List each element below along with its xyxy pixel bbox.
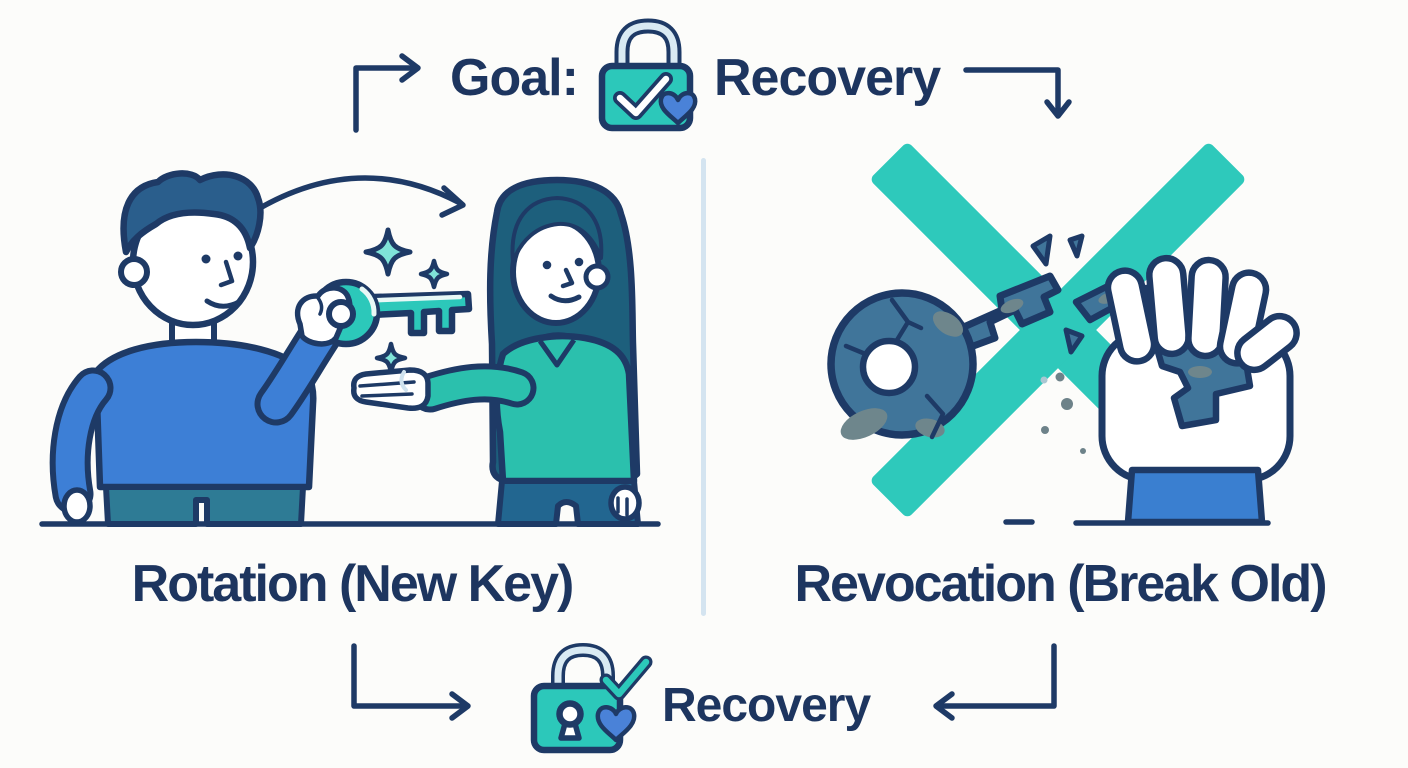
- heart-icon: [658, 90, 698, 126]
- padlock-shackle: [614, 18, 682, 82]
- padlock-shackle: [551, 642, 615, 701]
- top-padlock-check-heart-icon: [598, 18, 698, 132]
- ground-line: [1003, 519, 1271, 526]
- man-hair: [120, 170, 264, 256]
- fist-icon: [1072, 254, 1300, 526]
- top-recovery-label: Recovery: [714, 49, 941, 107]
- woman-top: [493, 332, 638, 485]
- goal-label: Goal:: [450, 49, 579, 107]
- check-icon: [613, 72, 673, 120]
- rotation-scene: [39, 170, 661, 527]
- revocation-caption: Revocation (Break Old): [794, 555, 1327, 613]
- top-left-elbow-arrow-icon: [353, 53, 421, 133]
- transfer-arc-arrow-icon: [247, 175, 466, 218]
- bottom-right-elbow-arrow-icon: [933, 643, 1057, 721]
- woman-open-hand: [351, 367, 431, 411]
- fist-cuff: [1124, 466, 1266, 526]
- man-figure: [49, 170, 343, 527]
- key-shards: [1030, 233, 1086, 454]
- top-right-elbow-arrow-icon: [963, 67, 1072, 119]
- man-hand: [294, 285, 356, 347]
- rotation-caption: Rotation (New Key): [131, 555, 575, 613]
- bottom-left-elbow-arrow-icon: [351, 643, 471, 721]
- panel-divider: [701, 158, 706, 616]
- bottom-recovery-label: Recovery: [662, 679, 871, 732]
- man-sweater: [92, 338, 317, 491]
- revocation-scene: [827, 143, 1300, 526]
- old-key-icon: [827, 272, 1062, 440]
- keyhole-icon: [556, 700, 584, 741]
- heart-icon: [595, 705, 637, 743]
- woman-figure: [351, 176, 642, 527]
- bottom-padlock-keyhole-check-heart-icon: [530, 642, 653, 754]
- man-pants: [103, 484, 306, 527]
- check-icon: [599, 655, 653, 701]
